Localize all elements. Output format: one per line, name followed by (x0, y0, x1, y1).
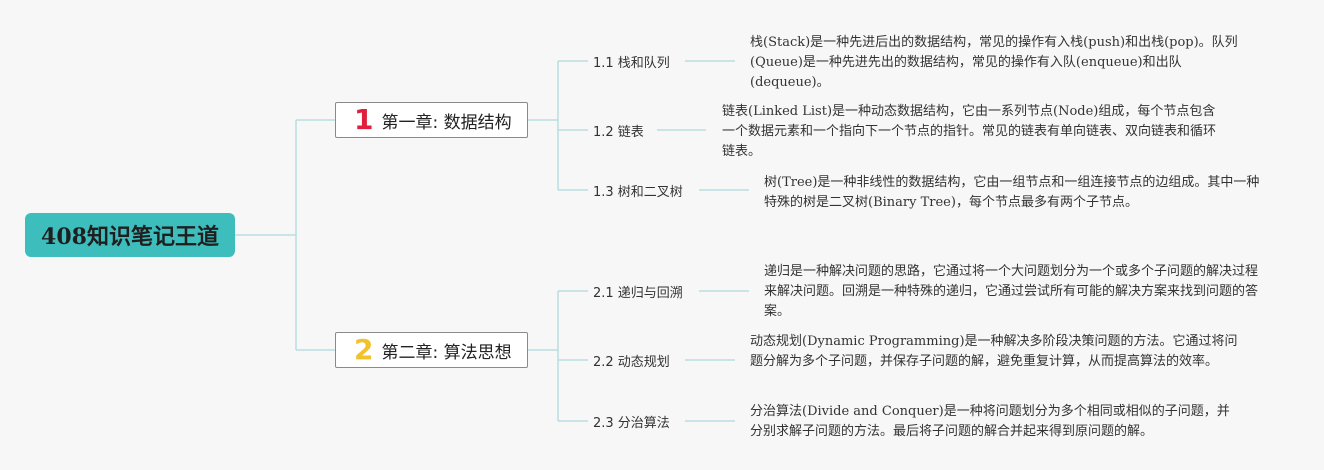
chapter-node-algorithms[interactable]: 2 第二章: 算法思想 (335, 332, 528, 368)
topic-tree[interactable]: 1.3 树和二叉树 (593, 185, 683, 200)
root-label: 408知识笔记王道 (41, 224, 219, 250)
topic-linked-list[interactable]: 1.2 链表 (593, 125, 644, 140)
topic-description: 动态规划(Dynamic Programming)是一种解决多阶段决策问题的方法… (750, 334, 1238, 369)
topic-description: 递归是一种解决问题的思路，它通过将一个大问题划分为一个或多个子问题的解决过程来解… (764, 264, 1259, 319)
topic-description: 分治算法(Divide and Conquer)是一种将问题划分为多个相同或相似… (750, 404, 1230, 439)
root-node[interactable]: 408知识笔记王道 (25, 213, 235, 257)
topic-stack-queue[interactable]: 1.1 栈和队列 (593, 56, 670, 71)
topic-recursion-backtracking[interactable]: 2.1 递归与回溯 (593, 286, 683, 301)
chapter-label: 第二章: 算法思想 (381, 342, 512, 363)
topic-description: 树(Tree)是一种非线性的数据结构，它由一组节点和一组连接节点的边组成。其中一… (764, 175, 1260, 210)
chapter-number-2: 2 (354, 333, 374, 366)
topic-divide-conquer[interactable]: 2.3 分治算法 (593, 416, 670, 431)
chapter-node-data-structures[interactable]: 1 第一章: 数据结构 (335, 102, 528, 138)
chapter-number-1: 1 (354, 103, 374, 136)
topic-description: 栈(Stack)是一种先进后出的数据结构，常见的操作有入栈(push)和出栈(p… (750, 35, 1238, 90)
chapter-label: 第一章: 数据结构 (381, 112, 512, 133)
topic-description: 链表(Linked List)是一种动态数据结构，它由一系列节点(Node)组成… (722, 104, 1217, 159)
topic-dynamic-programming[interactable]: 2.2 动态规划 (593, 355, 670, 370)
